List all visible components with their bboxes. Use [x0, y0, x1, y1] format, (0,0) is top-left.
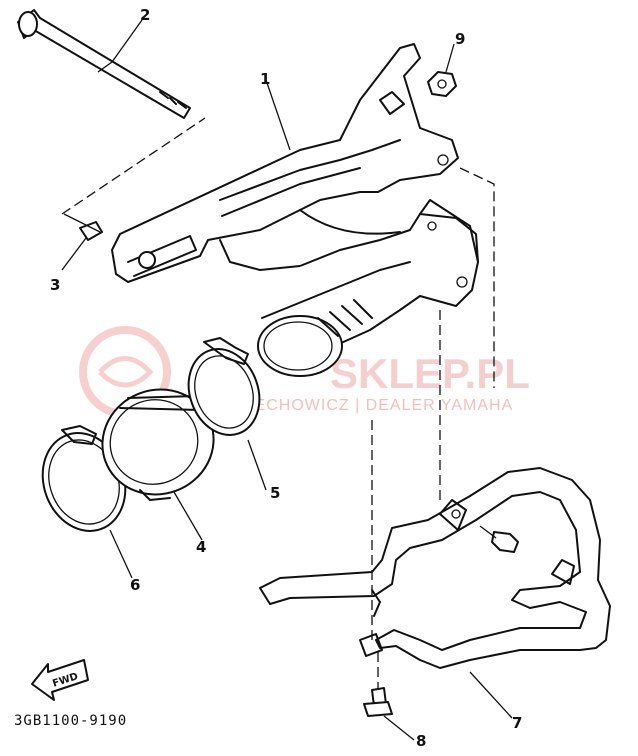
callout-5: 5 — [270, 484, 280, 502]
callout-3: 3 — [50, 276, 60, 294]
callout-1: 1 — [260, 70, 270, 88]
watermark-tagline: WOJCIECHOWICZ | DEALER YAMAHA — [198, 397, 513, 414]
callout-8: 8 — [416, 732, 426, 750]
guard — [259, 467, 611, 669]
forward-arrow-icon: FWD — [31, 659, 89, 701]
callout-7: 7 — [512, 714, 522, 732]
bolt-guard — [479, 525, 519, 553]
band-5 — [187, 337, 261, 436]
callout-2: 2 — [140, 6, 150, 24]
nut — [427, 71, 457, 97]
drawing-code: 3GB1100-9190 — [14, 713, 127, 729]
watermark: SKLEP.PL WOJCIECHOWICZ | DEALER YAMAHA — [79, 326, 530, 418]
watermark-brand: SKLEP.PL — [330, 350, 530, 397]
callout-9: 9 — [455, 30, 465, 48]
assembly-lines — [61, 117, 495, 690]
callouts: 2 1 9 3 5 4 6 7 8 — [50, 6, 522, 750]
watermark-logo-mark — [98, 356, 154, 388]
clip — [63, 213, 103, 241]
callout-6: 6 — [130, 576, 140, 594]
pivot-shaft — [17, 9, 191, 119]
leader-lines — [61, 19, 513, 741]
swingarm — [111, 43, 479, 377]
bolt-8 — [363, 687, 393, 717]
boot — [101, 388, 215, 501]
callout-4: 4 — [196, 538, 206, 556]
